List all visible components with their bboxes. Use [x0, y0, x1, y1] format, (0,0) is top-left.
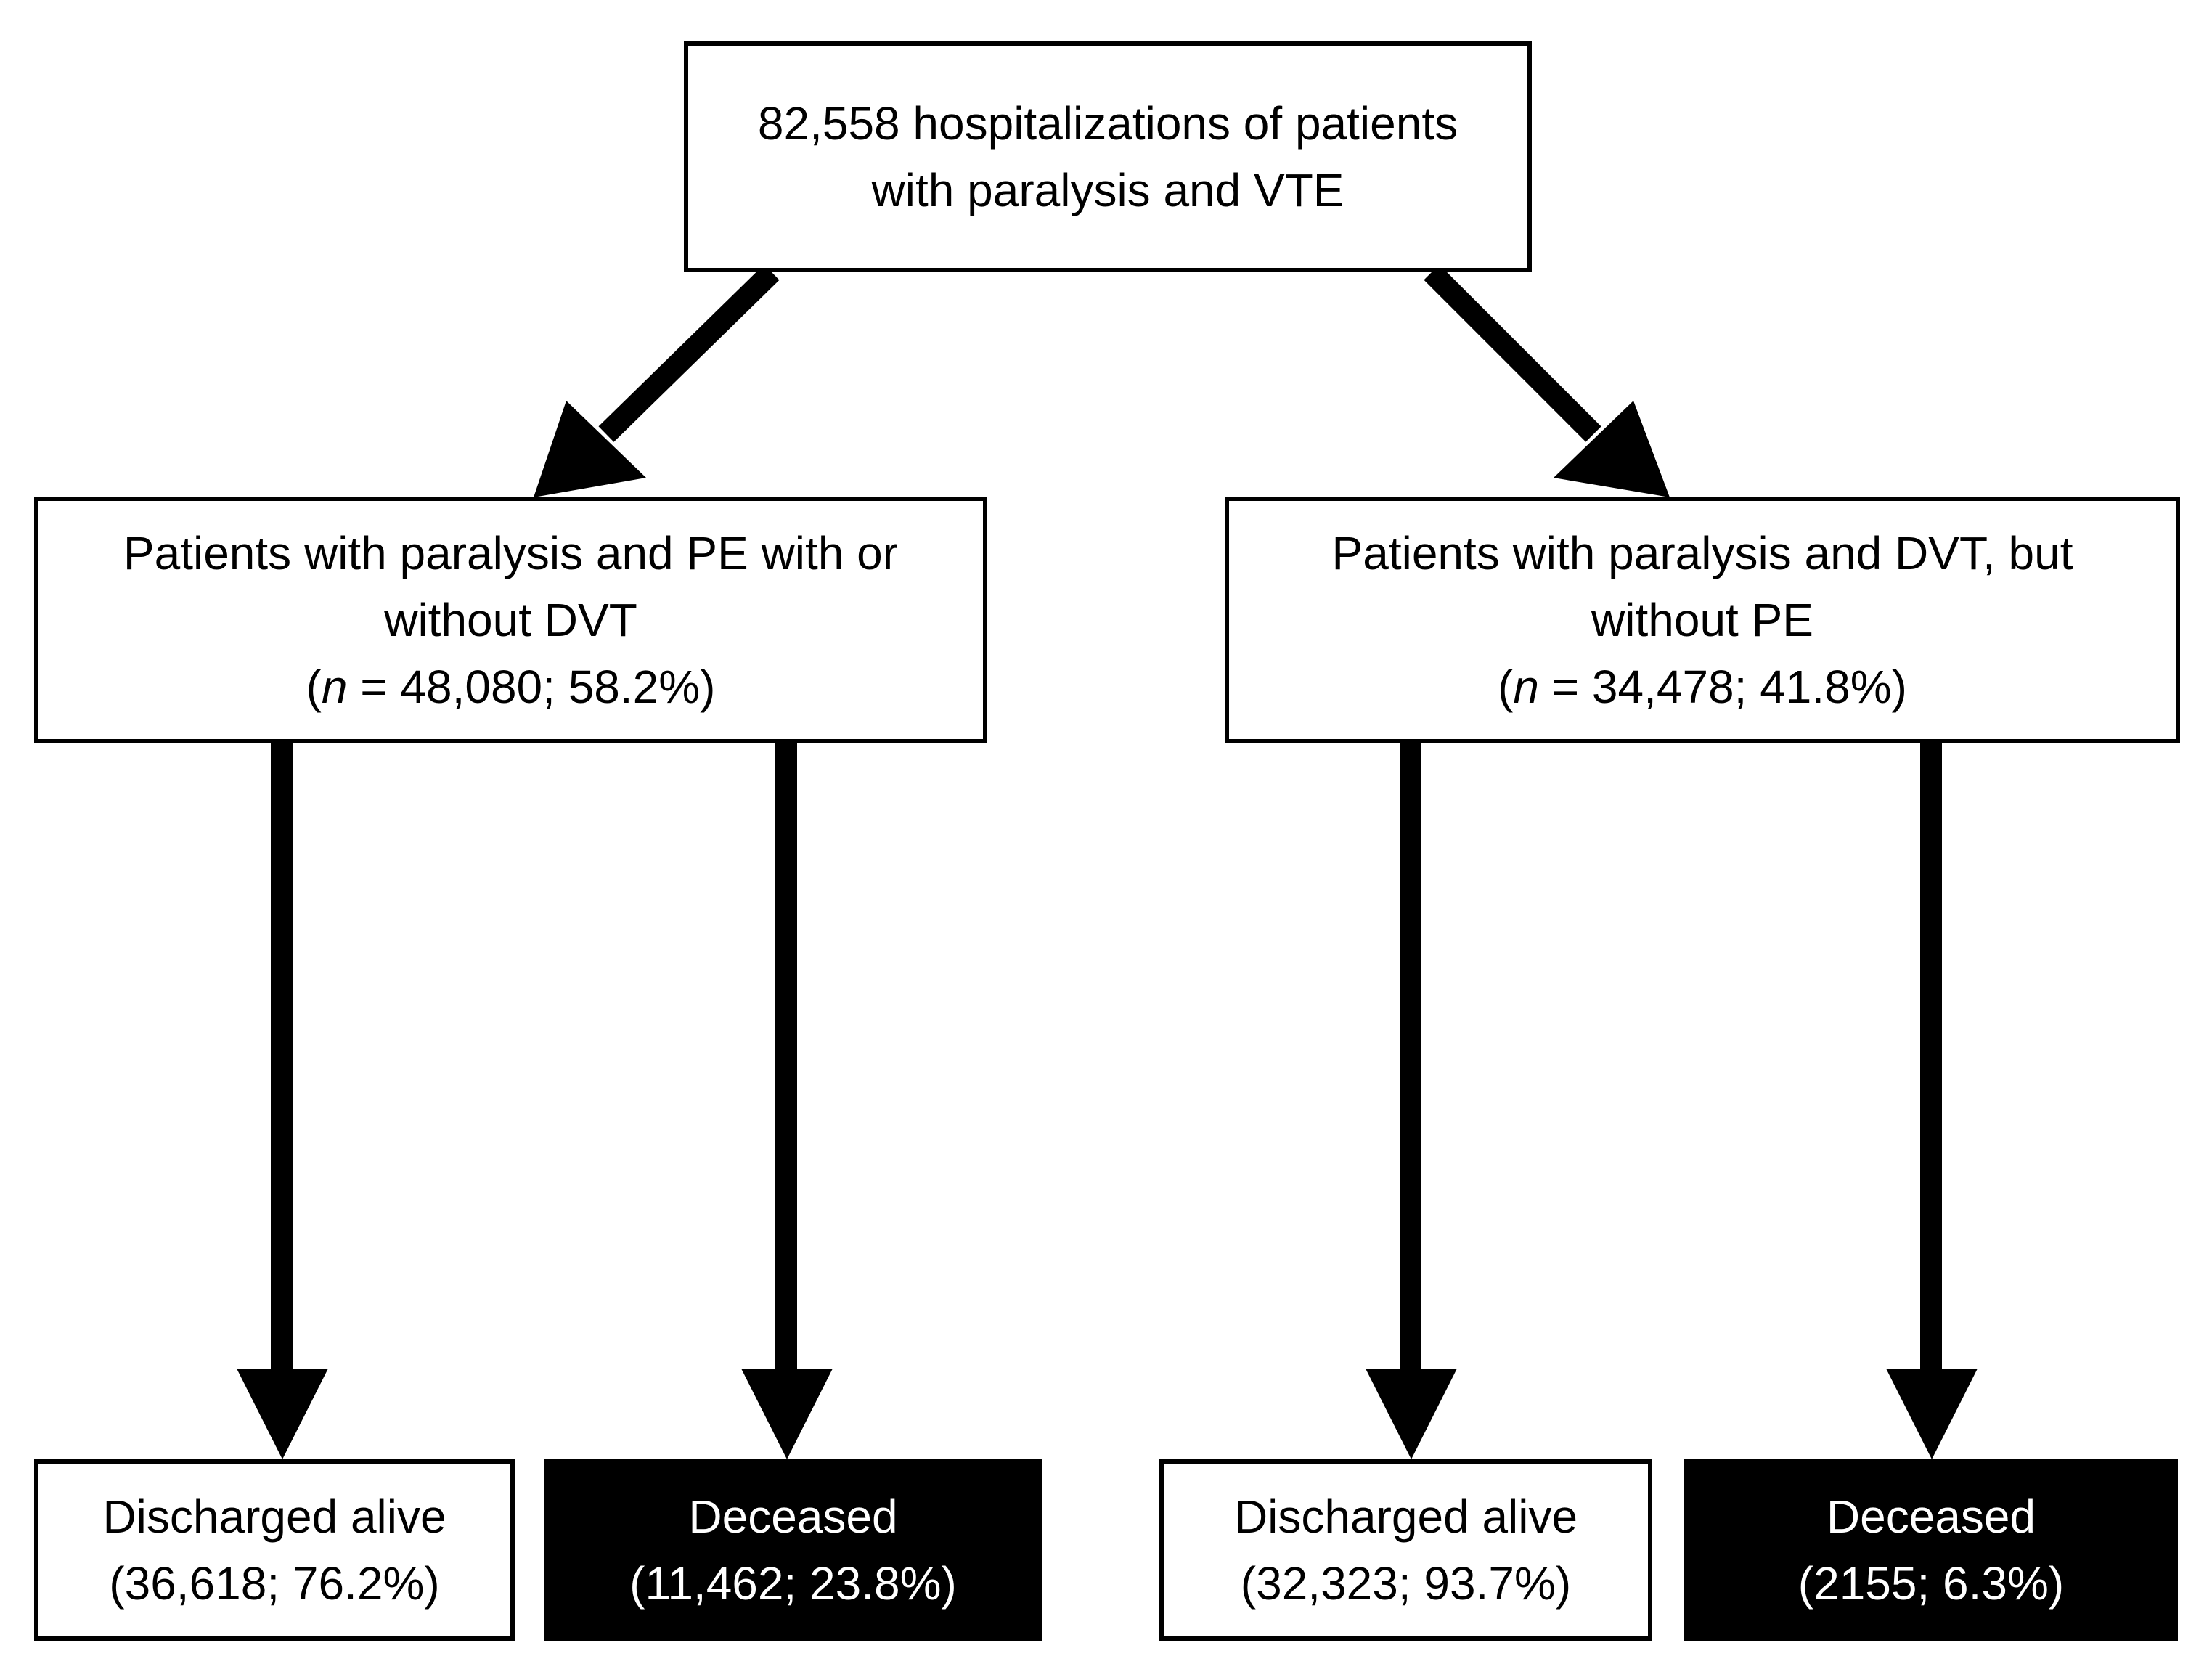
dvt-discharged-alive-box: Discharged alive (32,323; 93.7%)	[1159, 1459, 1652, 1641]
dvt-deceased-box: Deceased (2155; 6.3%)	[1684, 1459, 2178, 1641]
pe-discharged-alive-box: Discharged alive (36,618; 76.2%)	[34, 1459, 515, 1641]
root-line-1: 82,558 hospitalizations of patients	[757, 97, 1458, 150]
outcome-value: (11,462; 23.8%)	[629, 1557, 957, 1610]
root-box: 82,558 hospitalizations of patients with…	[684, 41, 1532, 272]
outcome-label: Deceased	[1826, 1490, 2036, 1543]
outcome-value: (2155; 6.3%)	[1797, 1557, 2065, 1610]
arrow-root-to-right-head	[1554, 401, 1670, 497]
pe-group-line-1: Patients with paralysis and PE with or	[123, 527, 899, 579]
arrow-right-to-alive-head	[1366, 1369, 1457, 1459]
n-symbol: n	[1513, 661, 1539, 713]
dvt-group-count: (n = 34,478; 41.8%)	[1498, 661, 1907, 713]
outcome-value: (36,618; 76.2%)	[109, 1557, 440, 1610]
outcome-label: Discharged alive	[1233, 1490, 1578, 1543]
outcome-value: (32,323; 93.7%)	[1240, 1557, 1572, 1610]
outcome-label: Discharged alive	[102, 1490, 446, 1543]
outcome-label: Deceased	[688, 1490, 898, 1543]
pe-group-box: Patients with paralysis and PE with or w…	[34, 497, 987, 743]
arrow-left-to-deceased-head	[741, 1369, 833, 1459]
pe-deceased-box: Deceased (11,462; 23.8%)	[544, 1459, 1042, 1641]
dvt-group-count-value: = 34,478; 41.8%	[1538, 661, 1892, 713]
arrow-root-to-left-head	[534, 401, 646, 497]
pe-group-count-value: = 48,080; 58.2%	[347, 661, 701, 713]
arrow-root-to-right-shaft	[1424, 264, 1601, 442]
arrow-left-to-alive-head	[237, 1369, 328, 1459]
root-line-2: with paralysis and VTE	[871, 164, 1344, 216]
arrow-right-to-deceased-head	[1886, 1369, 1978, 1459]
dvt-group-box: Patients with paralysis and DVT, but wit…	[1225, 497, 2180, 743]
dvt-group-line-1: Patients with paralysis and DVT, but	[1331, 527, 2073, 579]
pe-group-line-2: without DVT	[384, 594, 637, 646]
arrow-root-to-left-shaft	[598, 264, 780, 442]
n-symbol: n	[321, 661, 348, 713]
pe-group-count: (n = 48,080; 58.2%)	[306, 661, 716, 713]
dvt-group-line-2: without PE	[1591, 594, 1813, 646]
